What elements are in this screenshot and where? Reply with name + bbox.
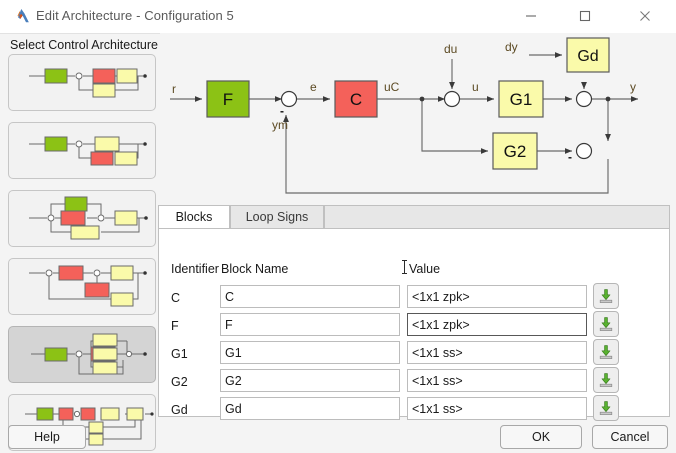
window-title: Edit Architecture - Configuration 5 [36, 8, 234, 23]
tab-loop-signs[interactable]: Loop Signs [230, 205, 324, 229]
svg-text:-: - [280, 104, 284, 118]
close-button[interactable] [622, 0, 668, 32]
blocks-tab-content: Identifier Block Name Value C F [158, 228, 671, 421]
title-bar: Edit Architecture - Configuration 5 [0, 0, 676, 34]
close-icon [640, 11, 650, 21]
column-header-block-name: Block Name [221, 262, 289, 276]
row-identifier: G2 [171, 375, 188, 389]
value-input[interactable] [407, 369, 587, 392]
import-value-button[interactable] [593, 339, 619, 365]
architecture-thumbnail-list [8, 54, 156, 451]
matlab-logo-icon [12, 8, 30, 25]
text-cursor-icon [402, 260, 407, 274]
cancel-button[interactable]: Cancel [592, 425, 668, 449]
block-name-input[interactable] [220, 285, 400, 308]
import-arrow-icon [599, 289, 613, 303]
svg-text:F: F [223, 90, 233, 109]
svg-text:-: - [568, 150, 572, 164]
help-button[interactable]: Help [8, 425, 86, 449]
import-value-button[interactable] [593, 395, 619, 421]
minimize-button[interactable] [508, 0, 554, 32]
svg-text:G1: G1 [510, 90, 533, 109]
maximize-icon [579, 10, 591, 22]
block-name-input[interactable] [220, 341, 400, 364]
svg-text:du: du [444, 42, 457, 56]
svg-text:y: y [630, 80, 636, 94]
minimize-icon [526, 15, 536, 17]
select-control-architecture-label: Select Control Architecture [10, 38, 158, 52]
block-name-input[interactable] [220, 397, 400, 420]
row-identifier: F [171, 319, 179, 333]
maximize-button[interactable] [562, 0, 608, 32]
row-identifier: C [171, 291, 181, 305]
svg-text:u: u [472, 80, 479, 94]
architecture-thumbnail-5[interactable] [8, 326, 156, 383]
dialog-footer: Help OK Cancel [0, 420, 676, 453]
architecture-thumbnail-1[interactable] [8, 54, 156, 111]
column-header-identifier: Identifier [171, 262, 219, 276]
svg-text:uC: uC [384, 80, 400, 94]
svg-text:C: C [350, 90, 362, 109]
svg-text:G2: G2 [504, 142, 527, 161]
import-value-button[interactable] [593, 367, 619, 393]
block-name-input[interactable] [220, 313, 400, 336]
architecture-thumbnail-3[interactable] [8, 190, 156, 247]
import-value-button[interactable] [593, 283, 619, 309]
architecture-thumbnail-2[interactable] [8, 122, 156, 179]
import-arrow-icon [599, 317, 613, 331]
table-row: F [159, 311, 671, 341]
properties-tab-panel: Blocks Loop Signs Identifier Block Name … [158, 205, 671, 421]
import-arrow-icon [599, 345, 613, 359]
architecture-thumbnail-4[interactable] [8, 258, 156, 315]
table-row: C [159, 283, 671, 313]
table-row: G1 [159, 339, 671, 369]
value-input[interactable] [407, 285, 587, 308]
tab-blocks[interactable]: Blocks [158, 205, 230, 229]
tab-strip: Blocks Loop Signs [158, 205, 670, 229]
table-row: Gd [159, 395, 671, 425]
svg-text:dy: dy [505, 40, 518, 54]
svg-text:Gd: Gd [577, 48, 598, 65]
row-identifier: Gd [171, 403, 188, 417]
svg-text:e: e [310, 80, 317, 94]
ok-button[interactable]: OK [500, 425, 582, 449]
value-input[interactable] [407, 397, 587, 420]
block-diagram: F - C G1 Gd G2 - r ym [160, 33, 676, 203]
svg-text:r: r [172, 82, 176, 96]
value-input[interactable] [407, 341, 587, 364]
column-header-value: Value [409, 262, 441, 276]
svg-text:ym: ym [272, 118, 288, 132]
import-value-button[interactable] [593, 311, 619, 337]
tab-strip-filler [324, 205, 670, 229]
import-arrow-icon [599, 401, 613, 415]
value-input[interactable] [407, 313, 587, 336]
table-row: G2 [159, 367, 671, 397]
row-identifier: G1 [171, 347, 188, 361]
block-name-input[interactable] [220, 369, 400, 392]
import-arrow-icon [599, 373, 613, 387]
